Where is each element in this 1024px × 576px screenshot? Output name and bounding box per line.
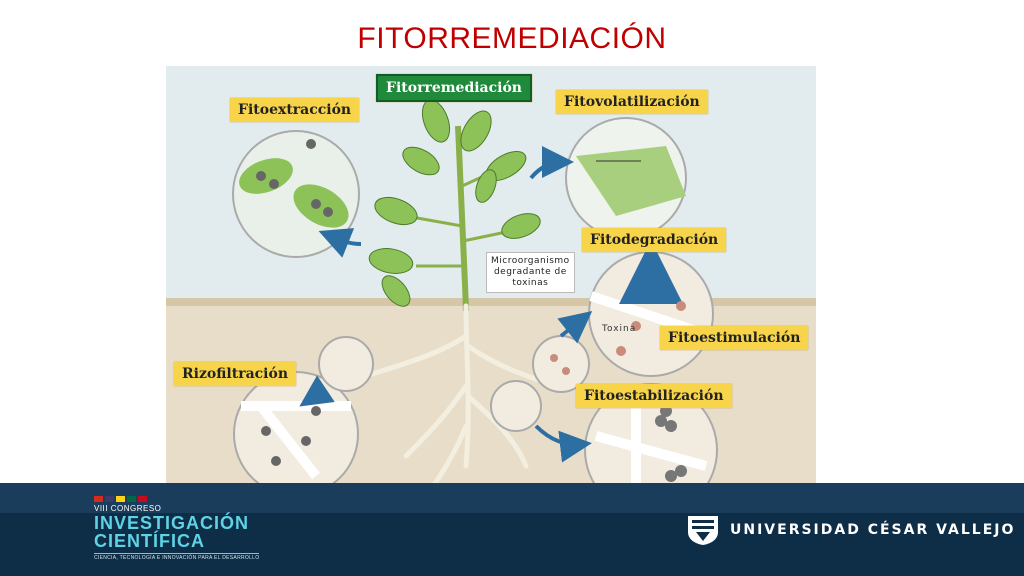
congress-prefix: VIII CONGRESO [94,504,162,513]
country-flags [94,496,147,502]
fitoextraccion-circle [232,130,360,258]
fitoestabilizacion-small-circle [490,380,542,432]
label-fitoestabilizacion: Fitoestabilización [576,384,732,408]
rizofiltracion-small-circle [318,336,374,392]
label-fitodegradacion: Fitodegradación [582,228,727,252]
phytoremediation-diagram: Fitorremediación Fitoextracción Fitovola… [166,66,816,516]
process-arrows [299,146,593,463]
ucv-shield-icon [688,516,718,545]
university-logo: UNIVERSIDAD CÉSAR VALLEJO [686,514,1015,546]
note-line: Microorganismo [491,256,570,266]
label-fitoextraccion: Fitoextracción [230,98,360,122]
label-fitoestimulacion: Fitoestimulación [660,326,809,350]
fitovolatilizacion-circle [565,117,687,239]
slide-title: FITORREMEDIACIÓN [357,22,667,55]
label-rizofiltracion: Rizofiltración [174,362,297,386]
microorganism-note: Microorganismo degradante de toxinas [486,252,575,293]
flag-icon [105,496,114,502]
flag-icon [138,496,147,502]
flag-icon [116,496,125,502]
university-name: UNIVERSIDAD CÉSAR VALLEJO [730,522,1016,538]
label-fitorremediacion: Fitorremediación [376,74,532,102]
toxina-label: Toxina [602,324,637,334]
plant-leaves [368,99,541,307]
congress-logo: VIII CONGRESO INVESTIGACIÓN CIENTÍFICA C… [94,496,294,566]
flag-icon [127,496,136,502]
plant-roots [363,303,559,499]
note-line: toxinas [512,278,549,288]
footer-band [0,483,1024,576]
plant-stem [455,125,469,312]
fitodegradacion-circle [588,240,714,377]
congress-title-line1: INVESTIGACIÓN [94,513,250,533]
congress-tagline: CIENCIA, TECNOLOGÍA E INNOVACIÓN PARA EL… [94,553,260,561]
label-fitovolatilizacion: Fitovolatilización [556,90,708,114]
flag-icon [94,496,103,502]
congress-title-line2: CIENTÍFICA [94,531,205,551]
note-line: degradante de [493,267,567,277]
